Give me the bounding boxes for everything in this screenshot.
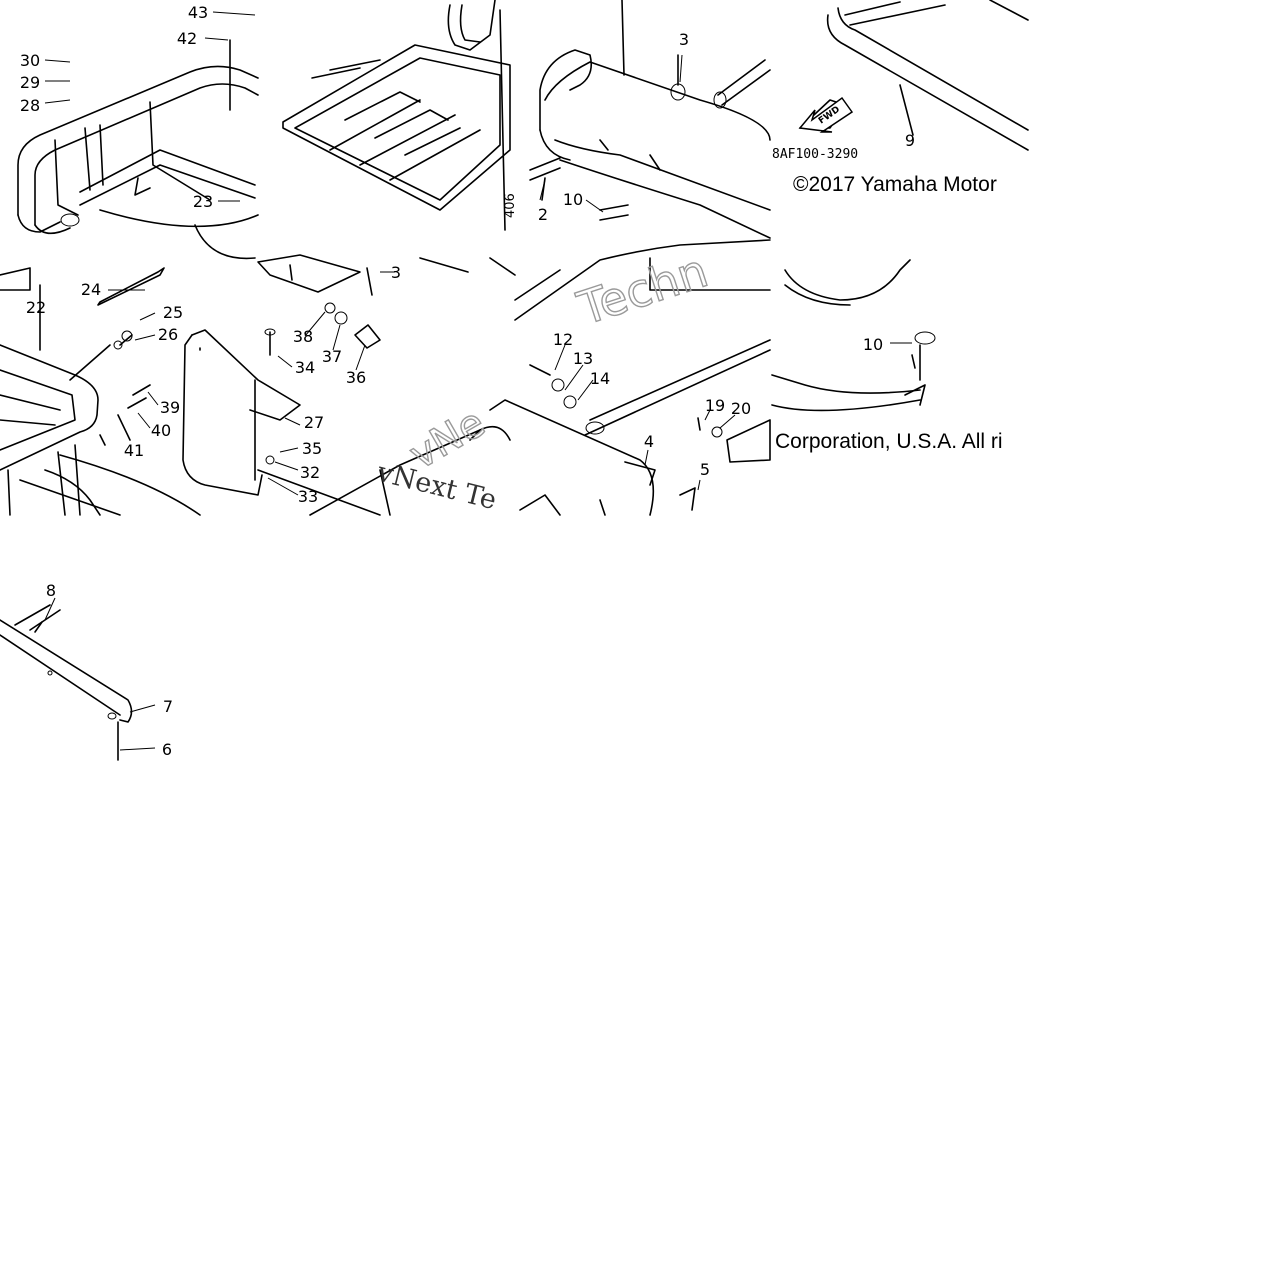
leader-lines xyxy=(39,11,912,751)
part-number-label: 6 xyxy=(162,740,172,759)
part-number-label: 34 xyxy=(295,358,315,377)
part-number-label: 13 xyxy=(573,349,593,368)
part-number-label: 35 xyxy=(302,439,322,458)
panel-drawing xyxy=(182,0,516,516)
part-number-label: 23 xyxy=(193,192,213,211)
side-code: 406 xyxy=(503,193,518,218)
part-number-label: 25 xyxy=(163,303,183,322)
part-number-label: 38 xyxy=(293,327,313,346)
part-number-label: 32 xyxy=(300,463,320,482)
part-number-label: 8 xyxy=(46,581,56,600)
part-number-label: 26 xyxy=(158,325,178,344)
part-number-label: 7 xyxy=(163,697,173,716)
rod-drawing xyxy=(0,604,133,761)
part-number-label: 24 xyxy=(81,280,101,299)
part-number-label: 10 xyxy=(863,335,883,354)
diagram-code: 8AF100-3290 xyxy=(772,147,858,162)
part-number-label: 4 xyxy=(644,432,654,451)
part-number-label: 36 xyxy=(346,368,366,387)
frame-drawing xyxy=(771,0,1029,412)
part-number-label: 2 xyxy=(538,205,548,224)
bumper-drawing xyxy=(489,0,771,516)
part-number-label: 3 xyxy=(679,30,689,49)
copyright-line-2: Corporation, U.S.A. All ri xyxy=(775,430,1003,453)
part-number-label: 20 xyxy=(731,399,751,418)
part-number-label: 22 xyxy=(26,298,46,317)
part-number-label: 30 xyxy=(20,51,40,70)
part-number-label: 40 xyxy=(151,421,171,440)
part-number-label: 28 xyxy=(20,96,40,115)
part-number-label: 3 xyxy=(391,263,401,282)
copyright-line-1: ©2017 Yamaha Motor xyxy=(793,173,997,196)
part-number-label: 42 xyxy=(177,29,197,48)
part-number-label: 41 xyxy=(124,441,144,460)
part-number-label: 39 xyxy=(160,398,180,417)
part-number-label: 14 xyxy=(590,369,610,388)
part-number-label: 9 xyxy=(905,131,915,150)
watermark-text-1: Techn xyxy=(571,243,714,336)
part-number-label: 5 xyxy=(700,460,710,479)
part-number-label: 43 xyxy=(188,3,208,22)
part-number-label: 19 xyxy=(705,396,725,415)
part-number-label: 27 xyxy=(304,413,324,432)
part-number-label: 33 xyxy=(298,487,318,506)
part-number-label: 29 xyxy=(20,73,40,92)
part-number-label: 37 xyxy=(322,347,342,366)
rear-rack-drawing xyxy=(0,39,259,516)
part-number-label: 12 xyxy=(553,330,573,349)
part-number-label: 10 xyxy=(563,190,583,209)
